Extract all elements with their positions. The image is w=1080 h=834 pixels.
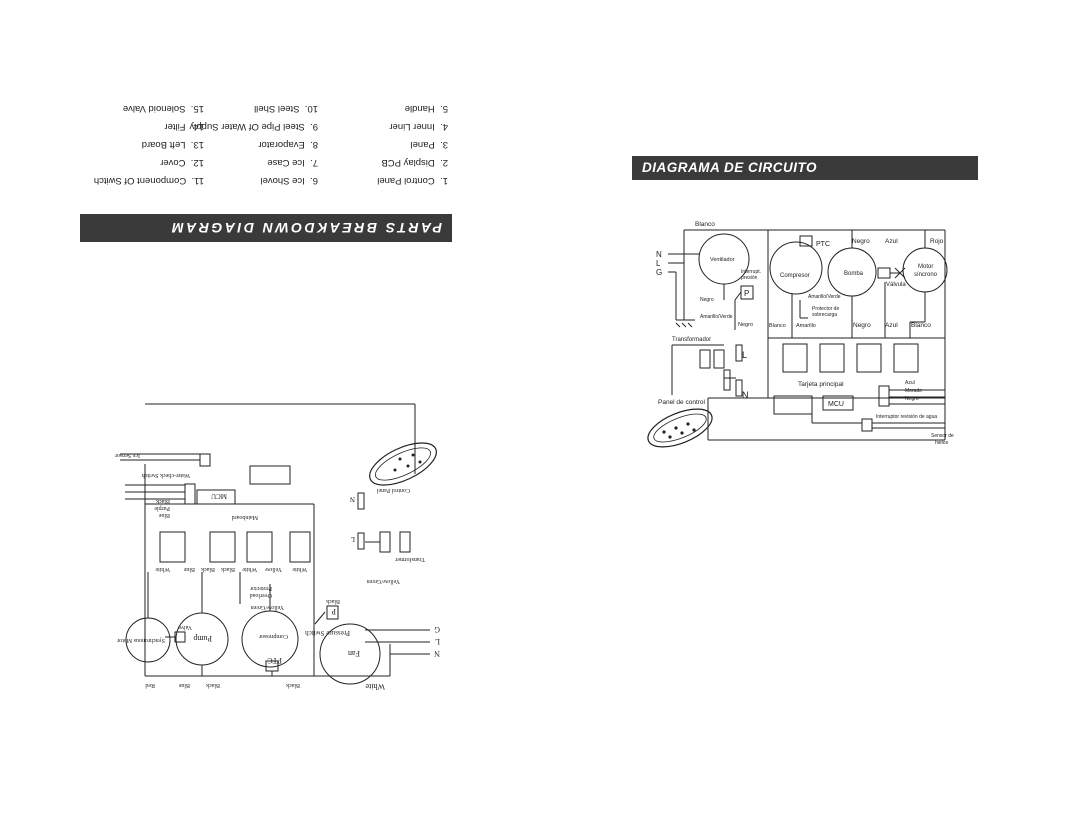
label-transformer: Transformer <box>395 556 425 563</box>
label-mcu: MCU <box>211 492 227 500</box>
label-black-5: Black <box>201 566 215 572</box>
label-l-2: L <box>742 350 747 360</box>
label-blue-2: Blue <box>183 566 195 572</box>
label-n: N <box>656 250 662 259</box>
label-tarjeta: Tarjeta principal <box>798 381 844 388</box>
label-mainboard: Mainboard <box>232 514 258 520</box>
label-sincrono: síncrono <box>914 272 938 278</box>
label-panel-control: Panel de control <box>658 399 706 406</box>
label-negro-2: Negro <box>738 322 753 328</box>
label-azul-top: Azul <box>885 238 898 245</box>
label-p: P <box>331 607 336 616</box>
label-negro-1: Negro <box>700 297 714 303</box>
label-sensor: Sensor de <box>931 433 954 439</box>
label-amarillo-verde-2: Amarillo/Verde <box>808 294 841 300</box>
label-negro-top: Negro <box>852 238 870 245</box>
label-g: G <box>656 268 662 277</box>
label-n: N <box>434 649 440 658</box>
label-interruptor-agua: Interruptor revisión de agua <box>876 414 937 420</box>
label-yellow-green-2: Yellow/Green <box>251 604 284 610</box>
label-ptc: PTC <box>267 656 282 665</box>
label-ventilador: Ventilador <box>710 257 735 263</box>
circuit-diagram-title: DIAGRAMA DE CIRCUITO <box>642 160 817 175</box>
label-l: L <box>656 259 661 268</box>
label-blue-1: Blue <box>178 682 190 688</box>
label-morado: Morado <box>905 388 922 394</box>
label-black-1: Black <box>326 598 340 604</box>
label-protector: Protector <box>250 585 272 591</box>
label-compressor: Compressor <box>259 633 288 639</box>
label-pump: Pump <box>193 634 212 643</box>
label-transformador: Transformador <box>672 337 711 343</box>
label-white-4: White <box>155 566 170 572</box>
label-presion: presión <box>741 275 758 281</box>
label-control-panel: Control Panel <box>377 487 410 493</box>
label-red: Red <box>145 682 155 688</box>
label-yellow: Yellow <box>264 566 282 572</box>
label-l: L <box>435 637 440 646</box>
label-azul-2: Azul <box>885 322 898 329</box>
label-n-2: N <box>350 495 355 503</box>
label-purple: Purple <box>154 505 170 511</box>
label-white-3: White <box>242 566 257 572</box>
label-hielos: hielos <box>935 440 949 446</box>
label-ptc: PTC <box>816 241 830 248</box>
label-g: G <box>434 625 440 634</box>
label-motor: Motor <box>918 264 933 270</box>
label-blanco-2: Blanco <box>769 323 786 329</box>
label-overload: Overload <box>250 592 272 598</box>
label-blanco-3: Blanco <box>911 322 931 329</box>
label-mcu: MCU <box>828 401 844 408</box>
label-interrupt: Interrupt. <box>741 269 761 275</box>
label-yellow-green-1: Yellow/Green <box>367 578 400 584</box>
label-protector: Protector de <box>812 306 839 312</box>
label-p: P <box>744 289 749 298</box>
label-ice-sensor: Ice Sensor <box>115 452 140 458</box>
label-compresor: Compresor <box>780 273 810 279</box>
label-l-2: L <box>351 535 355 543</box>
label-black-3: Black <box>206 682 220 688</box>
left-page-rotated: 1. Control Panel 2. Display PCB 3. Panel… <box>80 103 452 691</box>
label-valvula: Válvula <box>886 282 906 288</box>
label-sobrecarga: sobrecarga <box>812 312 837 318</box>
circuit-diagram-header: DIAGRAMA DE CIRCUITO <box>632 156 978 180</box>
label-amarillo-verde-1: Amarillo/Verde <box>700 314 733 320</box>
label-black-4: Black <box>221 566 235 572</box>
label-amarillo: Amarillo <box>796 323 816 329</box>
label-pressure-switch: Pressure Switch <box>305 629 350 637</box>
label-fan: Fan <box>348 649 360 658</box>
label-n-2: N <box>742 390 749 400</box>
label-valve: Valve <box>178 624 192 630</box>
label-black-2: Black <box>286 682 300 688</box>
label-white-2: White <box>292 566 307 572</box>
label-bomba: Bomba <box>844 271 864 277</box>
label-rojo: Rojo <box>930 238 944 245</box>
label-blanco-top: Blanco <box>695 221 715 228</box>
label-blue-3: Blue <box>158 512 170 518</box>
label-negro-4: Negro <box>905 396 919 402</box>
label-azul-3: Azul <box>905 380 915 386</box>
wiring-diagram-english: White Fan Pressure Switch P Black Yellow… <box>115 403 440 691</box>
label-water-check-switch: Water-check Switch <box>142 472 190 478</box>
label-white-top: White <box>365 682 385 691</box>
label-negro-3: Negro <box>853 322 871 329</box>
label-synchronous-motor: Synchronous Motor <box>117 637 165 643</box>
label-black-6: Black <box>156 498 170 504</box>
